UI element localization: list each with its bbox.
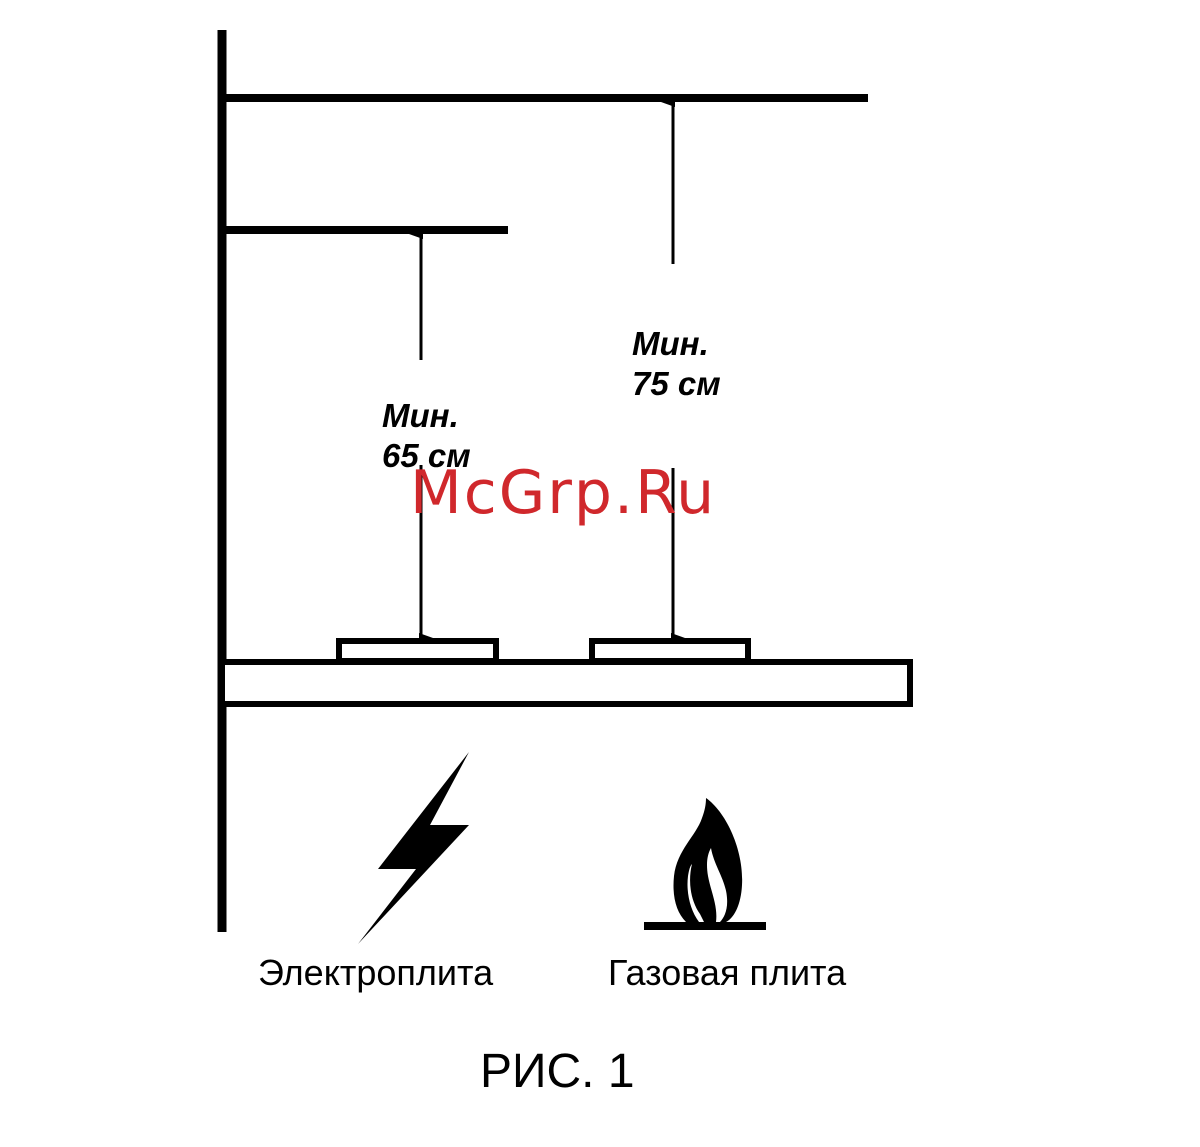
electric-clearance-prefix: Мин. (382, 397, 459, 434)
watermark: McGrp.Ru (410, 458, 717, 528)
gas-hob (589, 638, 751, 664)
flame-icon (644, 798, 766, 930)
figure-title: РИС. 1 (480, 1045, 635, 1098)
electric-stove-caption: Электроплита (258, 952, 494, 993)
electric-hob (336, 638, 499, 664)
electric-clearance-label: Мин. 65 см (382, 396, 471, 476)
countertop (219, 659, 913, 707)
lightning-icon (358, 752, 469, 944)
gas-clearance-label: Мин. 75 см (632, 324, 721, 404)
electric-clearance-value: 65 см (382, 437, 471, 474)
gas-clearance-value: 75 см (632, 365, 721, 402)
gas-clearance-prefix: Мин. (632, 325, 709, 362)
gas-stove-caption: Газовая плита (608, 952, 847, 993)
